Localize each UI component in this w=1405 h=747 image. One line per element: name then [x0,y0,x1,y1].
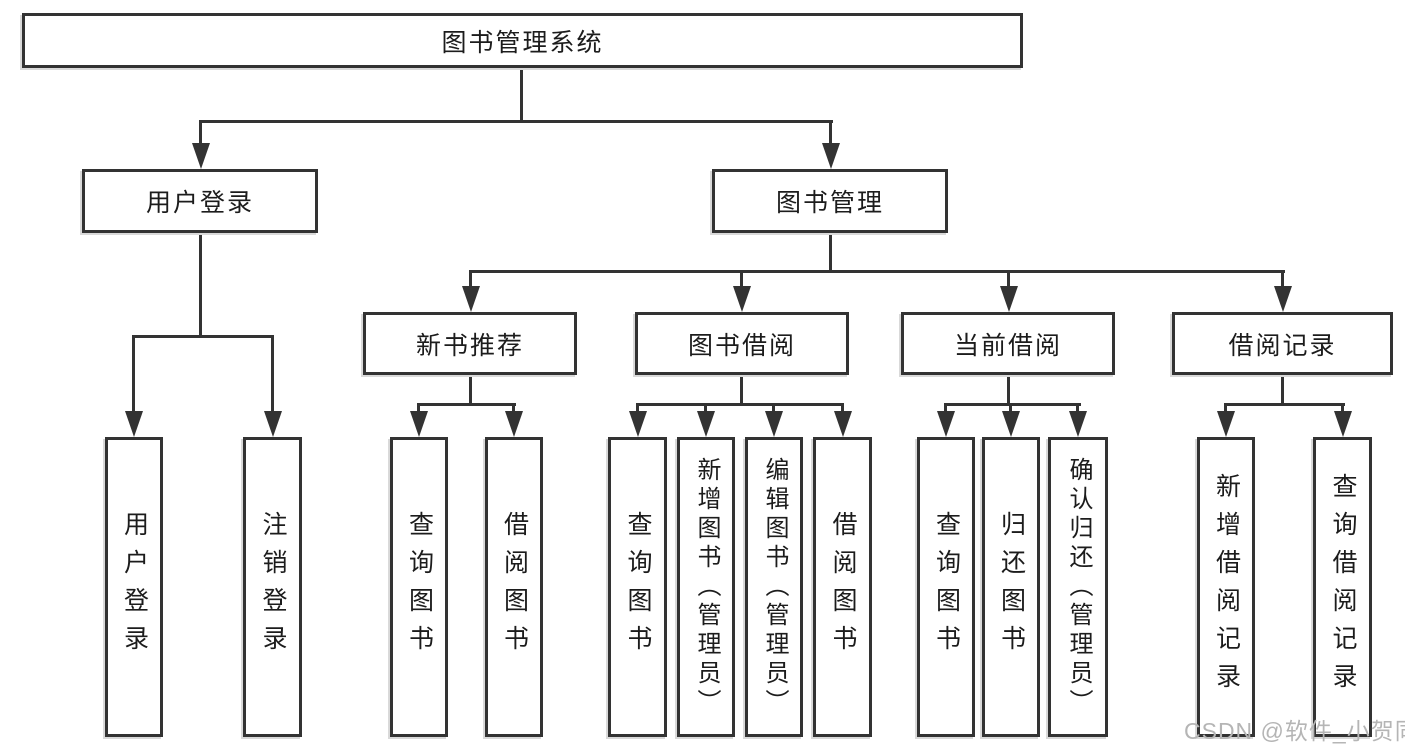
arrow-down-icon [697,411,715,437]
leaf-query-books-borrow: 查询图书 [608,437,667,737]
connector-stem-leaf [1009,403,1012,415]
connector-stem-leaf [1341,403,1344,415]
leaf-borrow-books-recommend: 借阅图书 [485,437,543,737]
arrow-down-icon [264,411,282,437]
connector-borrow-stem [740,375,743,406]
connector-stem-level3 [469,270,472,290]
arrow-down-icon [410,411,428,437]
connector-stem-leaf [132,335,135,415]
leaf-confirm-return-admin: 确认归还（管理员） [1048,437,1108,737]
leaf-return-books: 归还图书 [982,437,1040,737]
connector-stem-leaf [1076,403,1079,415]
connector-stem-leaf [1224,403,1227,415]
connector-borrow-bar [636,403,844,406]
connector-stem-user-login [199,120,202,150]
node-library-system: 图书管理系统 [22,13,1023,68]
leaf-add-borrow-record: 新增借阅记录 [1197,437,1255,737]
node-user-login: 用户登录 [82,169,318,233]
arrow-down-icon [505,411,523,437]
leaf-query-borrow-record: 查询借阅记录 [1313,437,1372,737]
connector-stem-leaf [271,335,274,415]
arrow-down-icon [125,411,143,437]
arrow-down-icon [1217,411,1235,437]
arrow-down-icon [765,411,783,437]
connector-level3-bar [469,270,1285,273]
leaf-user-login: 用户登录 [105,437,163,737]
connector-userlogin-bar [132,335,274,338]
arrow-down-icon [733,286,751,312]
connector-root-stem [520,68,523,123]
arrow-down-icon [462,286,480,312]
arrow-down-icon [1000,286,1018,312]
connector-bookmgmt-stem [829,233,832,273]
connector-stem-book-mgmt [829,120,832,150]
connector-current-bar [944,403,1081,406]
arrow-down-icon [937,411,955,437]
connector-stem-level3 [1007,270,1010,290]
csdn-watermark: CSDN @软件_小贺同学 [1184,718,1405,744]
connector-stem-leaf [417,403,420,415]
connector-stem-leaf [512,403,515,415]
arrow-down-icon [1274,286,1292,312]
arrow-down-icon [192,143,210,169]
connector-stem-leaf [772,403,775,415]
arrow-down-icon [834,411,852,437]
arrow-down-icon [629,411,647,437]
leaf-query-books-current: 查询图书 [917,437,975,737]
connector-level1-bar [199,120,833,123]
connector-recommend-stem [469,375,472,406]
leaf-logout: 注销登录 [243,437,302,737]
leaf-query-books-recommend: 查询图书 [390,437,448,737]
connector-stem-level3 [740,270,743,290]
connector-stem-leaf [704,403,707,415]
node-borrow-records: 借阅记录 [1172,312,1393,375]
connector-userlogin-stem [199,233,202,337]
connector-recommend-bar [417,403,516,406]
arrow-down-icon [1334,411,1352,437]
node-book-management: 图书管理 [712,169,948,233]
arrow-down-icon [1069,411,1087,437]
arrow-down-icon [1002,411,1020,437]
node-current-borrow: 当前借阅 [901,312,1115,375]
connector-stem-leaf [841,403,844,415]
connector-records-stem [1281,375,1284,406]
node-new-book-recommend: 新书推荐 [363,312,577,375]
connector-current-stem [1007,375,1010,406]
connector-stem-level3 [1281,270,1284,290]
connector-stem-leaf [636,403,639,415]
node-book-borrow: 图书借阅 [635,312,849,375]
arrow-down-icon [822,143,840,169]
leaf-borrow-books: 借阅图书 [813,437,872,737]
leaf-add-book-admin: 新增图书（管理员） [677,437,735,737]
connector-records-bar [1224,403,1345,406]
connector-stem-leaf [944,403,947,415]
leaf-edit-book-admin: 编辑图书（管理员） [745,437,803,737]
